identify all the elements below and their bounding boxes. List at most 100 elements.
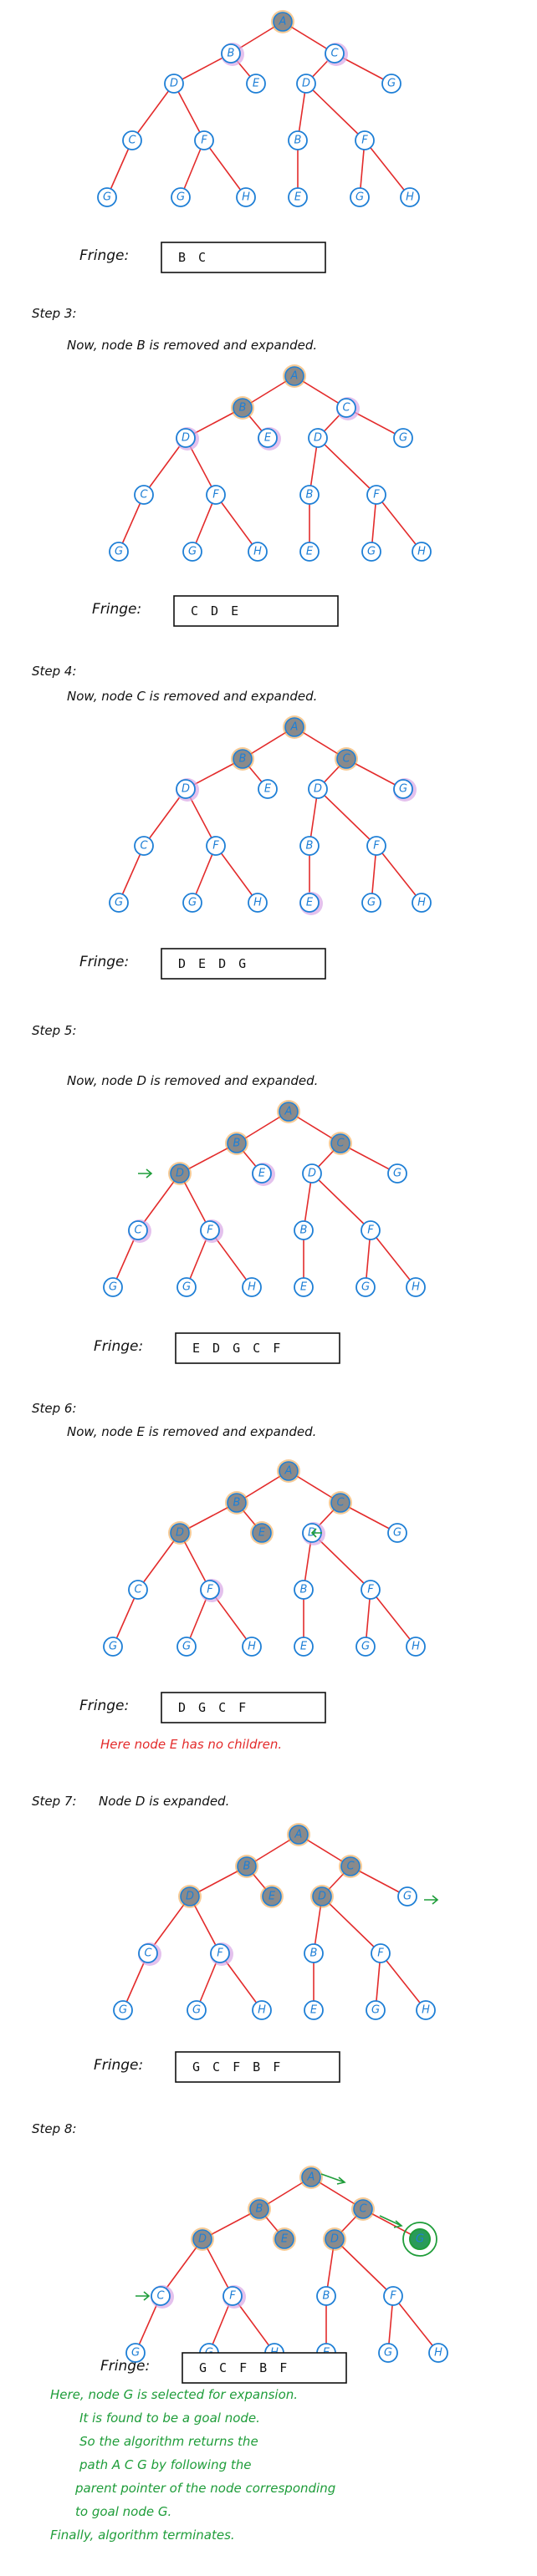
- node-label: G: [188, 897, 197, 909]
- tree-edge: [380, 1952, 427, 2011]
- tree-node-b: B: [225, 1491, 248, 1515]
- node-label: A: [294, 1829, 303, 1841]
- tree-node-e: E: [258, 427, 281, 451]
- node-label: F: [377, 1947, 384, 1960]
- tree-node-f: F: [200, 1219, 223, 1243]
- fringe-value: C D E: [191, 603, 241, 619]
- arrow-icon: [310, 1528, 322, 1538]
- node-label: D: [308, 1168, 316, 1180]
- node-label: B: [306, 489, 314, 501]
- tree-node-h: H: [406, 1637, 426, 1657]
- tree-node-f: F: [371, 1943, 391, 1963]
- node-label: H: [258, 2004, 266, 2017]
- node-label: H: [248, 1641, 256, 1653]
- node-label: D: [318, 1891, 326, 1903]
- tree-node-c: C: [122, 130, 142, 150]
- node-label: G: [416, 2233, 424, 2246]
- node-label: B: [300, 1224, 308, 1237]
- note-line: Here, node G is selected for expansion.: [50, 2387, 298, 2402]
- node-label: E: [268, 1891, 276, 1903]
- tree-edge: [376, 494, 422, 552]
- fringe-value: D G C F: [178, 1700, 248, 1715]
- node-label: F: [367, 1224, 374, 1237]
- node-label: D: [182, 432, 190, 445]
- tree-edge: [305, 83, 366, 141]
- tree-edge: [118, 845, 145, 904]
- node-label: H: [248, 1281, 256, 1294]
- tree-node-a: A: [287, 1823, 310, 1846]
- tree-node-g: G: [113, 2000, 133, 2020]
- node-label: F: [373, 489, 380, 501]
- node-label: F: [207, 1584, 213, 1596]
- tree-node-h: H: [242, 1637, 262, 1657]
- tree-node-e: E: [294, 1277, 314, 1297]
- node-label: D: [314, 432, 322, 445]
- node-label: A: [290, 721, 299, 734]
- node-label: C: [140, 840, 148, 853]
- tree-node-h: H: [248, 893, 268, 913]
- fringe-row: Fringe:D G C F: [79, 1692, 326, 1723]
- step-label: Step 8:: [32, 2121, 77, 2136]
- node-label: H: [434, 2347, 442, 2360]
- tree-node-d: D: [164, 74, 184, 94]
- node-label: B: [239, 753, 247, 766]
- tree-node-g: G: [109, 542, 129, 562]
- node-label: H: [417, 897, 426, 909]
- tree-node-g: G: [176, 1637, 197, 1657]
- node-label: C: [342, 402, 350, 415]
- node-label: H: [253, 546, 262, 558]
- tree-node-e: E: [250, 1521, 274, 1545]
- tree-node-e: E: [294, 1637, 314, 1657]
- arrow-icon: [424, 1895, 439, 1905]
- node-label: G: [176, 191, 185, 204]
- tree-node-e: E: [258, 779, 278, 799]
- tree-node-f: F: [383, 2286, 403, 2306]
- tree-node-f: F: [194, 130, 214, 150]
- node-label: G: [355, 191, 364, 204]
- tree-edge: [321, 1896, 381, 1954]
- fringe-row: Fringe:E D G C F: [94, 1332, 340, 1364]
- tree-node-f: F: [366, 836, 386, 856]
- step-description: Now, node B is removed and expanded.: [67, 338, 317, 353]
- node-label: D: [330, 2233, 339, 2246]
- node-label: C: [156, 2290, 165, 2303]
- node-label: B: [294, 135, 302, 147]
- fringe-row: Fringe:G C F B F: [94, 2051, 340, 2083]
- node-label: H: [253, 897, 262, 909]
- tree-edge: [370, 1589, 417, 1647]
- tree-edge: [143, 437, 187, 496]
- tree-node-d: D: [176, 427, 199, 451]
- tree-node-c: C: [329, 1132, 352, 1155]
- fringe-label: Fringe:: [79, 247, 129, 264]
- node-label: G: [399, 783, 407, 796]
- node-label: H: [412, 1641, 420, 1653]
- tree-edge: [376, 845, 422, 904]
- node-label: F: [390, 2290, 396, 2303]
- node-label: F: [207, 1224, 213, 1237]
- tree-node-b: B: [299, 836, 320, 856]
- node-label: D: [176, 1168, 184, 1180]
- fringe-value: E D G C F: [192, 1341, 283, 1356]
- tree-node-a: A: [283, 364, 306, 388]
- tree-edge: [215, 494, 258, 552]
- tree-edge: [118, 494, 145, 552]
- tree-node-f: F: [200, 1579, 223, 1602]
- tree-node-a: A: [277, 1100, 300, 1123]
- tree-node-g: G: [366, 2000, 386, 2020]
- tree-edges: [112, 1470, 417, 1647]
- tree-edge: [392, 2295, 439, 2354]
- node-label: C: [134, 1224, 142, 1237]
- tree-edge: [143, 788, 187, 847]
- node-label: H: [406, 191, 414, 204]
- tree-node-e: E: [260, 1885, 284, 1908]
- node-label: C: [342, 753, 350, 766]
- fringe-value: G C F B F: [199, 2360, 289, 2375]
- node-label: B: [306, 840, 314, 853]
- tree-edge: [203, 140, 247, 198]
- node-label: E: [264, 783, 272, 796]
